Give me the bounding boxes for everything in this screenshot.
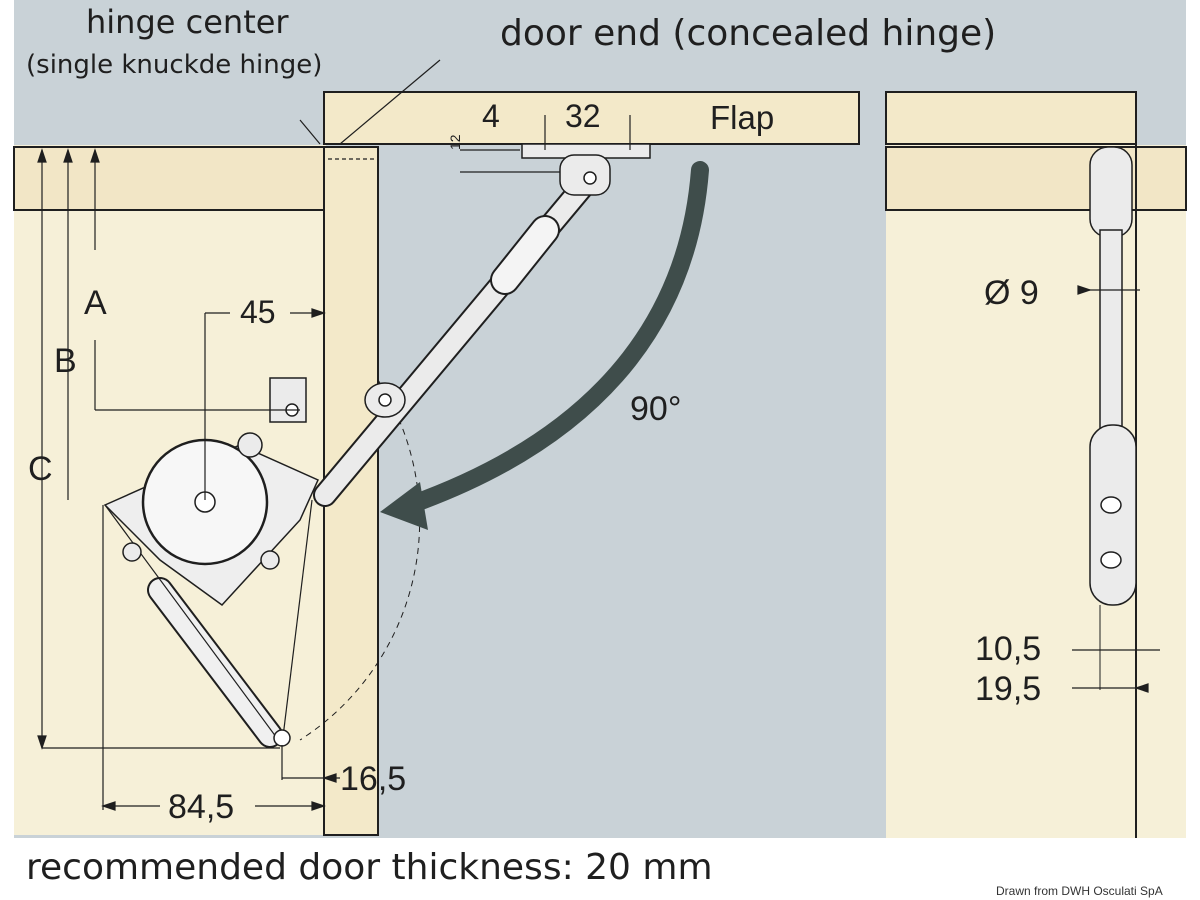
hinge-center-label: hinge center <box>86 3 289 41</box>
dim-19-5: 19,5 <box>975 670 1042 708</box>
rotation-arrow <box>401 161 709 514</box>
letter-c: C <box>28 450 53 488</box>
letter-b: B <box>54 342 77 380</box>
hinge-type-label: (single knuckde hinge) <box>26 50 323 80</box>
middle-pivot <box>364 382 406 418</box>
side-view-top-panel <box>885 146 1187 211</box>
rotation-arrow-head <box>380 482 428 530</box>
angle-label: 90° <box>630 390 682 428</box>
dim-diameter-9: Ø 9 <box>984 274 1039 312</box>
letter-a: A <box>84 284 107 322</box>
cabinet-top-panel <box>13 146 327 211</box>
dimension-lines <box>37 59 1160 811</box>
door-end-label: door end (concealed hinge) <box>500 13 997 54</box>
dim-12: 12 <box>447 134 463 150</box>
door-thickness-note: recommended door thickness: 20 mm <box>26 847 713 888</box>
side-view-stay <box>1089 146 1137 690</box>
credit-text: Drawn from DWH Osculati SpA <box>996 884 1163 898</box>
flap-bracket <box>521 143 651 196</box>
side-view-flap <box>885 91 1137 145</box>
swing-arc <box>299 379 421 741</box>
side-view-interior <box>886 145 1186 838</box>
dim-84-5: 84,5 <box>168 788 235 826</box>
stay-arm <box>313 166 602 507</box>
mechanism-body <box>103 377 319 748</box>
dim-4: 4 <box>482 98 500 134</box>
dim-10-5: 10,5 <box>975 630 1042 668</box>
dim-45: 45 <box>240 294 276 330</box>
dim-16-5: 16,5 <box>340 760 407 798</box>
hinge-zone <box>323 146 379 160</box>
flap-label: Flap <box>710 99 775 136</box>
dim-32: 32 <box>565 98 601 134</box>
